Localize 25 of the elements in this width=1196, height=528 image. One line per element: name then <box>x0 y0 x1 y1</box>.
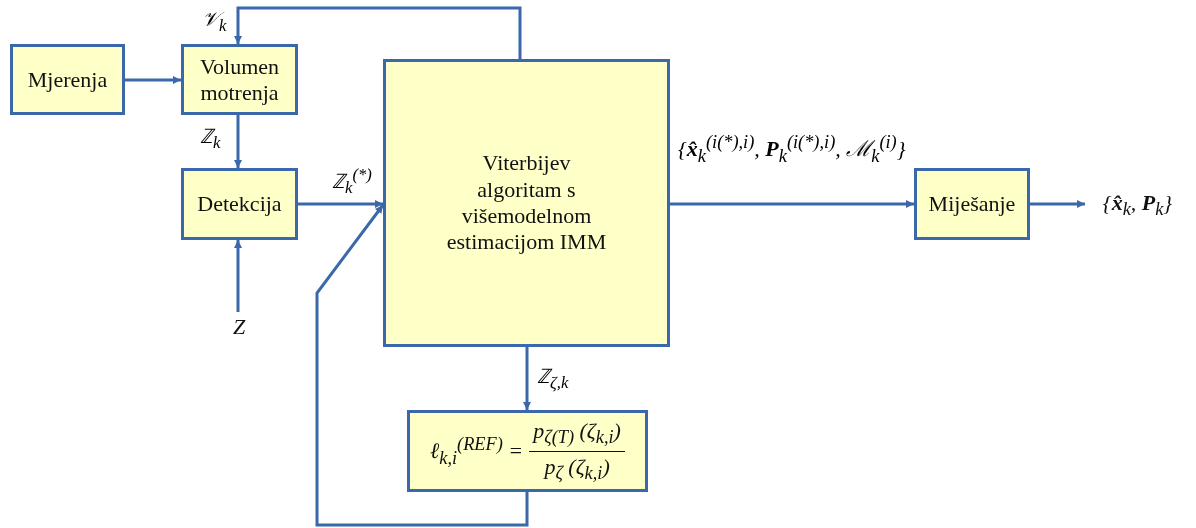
output-text: {x̂$_{k}$, P$_{k}$} <box>1085 188 1190 222</box>
arrow <box>234 6 522 59</box>
process-box <box>181 168 298 240</box>
box-label: Mjerenja <box>27 66 108 93</box>
input-text: Z <box>224 312 254 342</box>
box-label: Viterbijev algoritam s višemodelnom estimacijom IMM <box>445 150 608 256</box>
denominator-text: p$_{ζ}$ (ζ$_{k,i}$) <box>542 452 611 484</box>
formula-text: ℓ$_{k,i}$$^{(REF)}$ = <box>430 433 524 469</box>
arrow <box>234 240 242 312</box>
arrow <box>523 347 531 410</box>
arrow <box>234 115 242 168</box>
numerator-text: p$_{ζ(T)}$ (ζ$_{k,i}$) <box>529 418 625 452</box>
process-box <box>914 168 1030 240</box>
process-box <box>10 44 125 115</box>
process-box <box>181 44 298 115</box>
box-label: Detekcija <box>197 191 282 217</box>
formula-box <box>407 410 648 492</box>
process-box <box>383 59 670 347</box>
arrow <box>298 200 383 208</box>
arrow <box>125 76 181 84</box>
box-label: Miješanje <box>928 191 1016 217</box>
arrow <box>670 200 914 208</box>
box-label: Volumen motrenja <box>198 54 280 105</box>
arrow <box>315 204 529 527</box>
arrow <box>1030 200 1085 208</box>
